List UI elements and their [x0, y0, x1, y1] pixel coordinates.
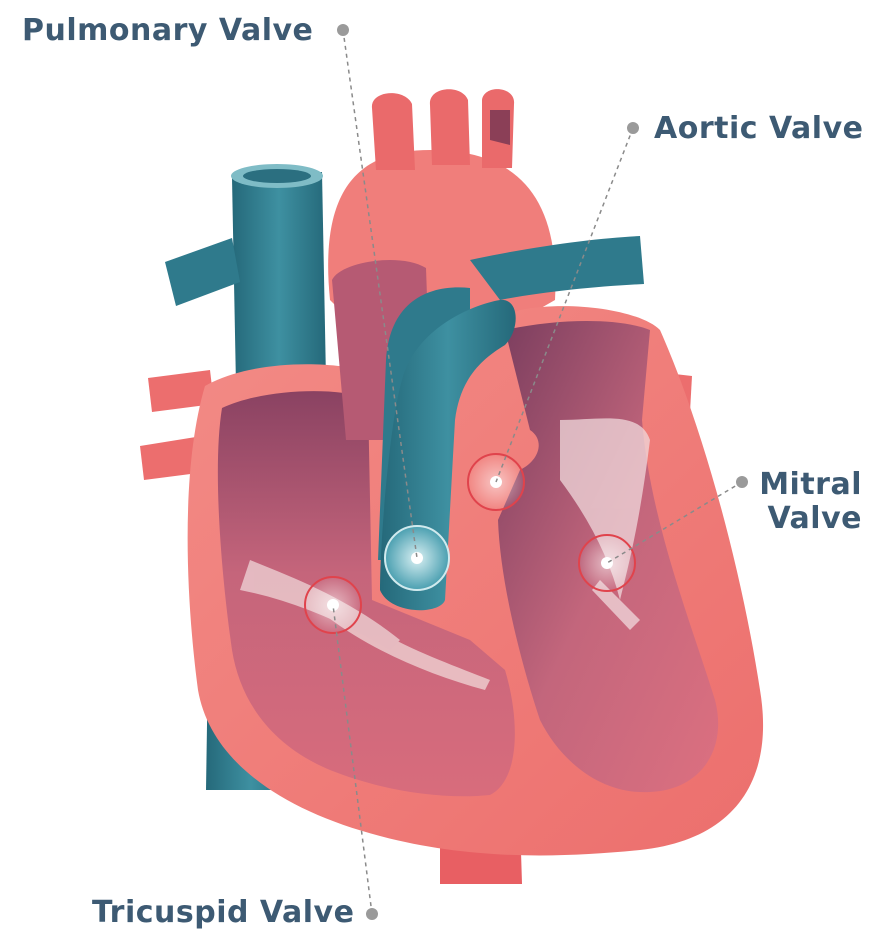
aortic-label-dot-icon — [627, 122, 639, 134]
mitral-valve-label-line2: Valve — [759, 502, 862, 536]
tricuspid-valve-label: Tricuspid Valve — [92, 896, 354, 930]
pulmonary-valve-marker — [385, 526, 449, 590]
tricuspid-label-dot-icon — [366, 908, 378, 920]
mitral-label-dot-icon — [736, 476, 748, 488]
tricuspid-valve-marker — [305, 577, 361, 633]
mitral-valve-marker — [579, 535, 635, 591]
aortic-valve-label: Aortic Valve — [654, 112, 863, 146]
pulmonary-valve-label: Pulmonary Valve — [22, 14, 313, 48]
mitral-valve-label-line1: Mitral — [759, 468, 862, 502]
pulmonary-label-dot-icon — [337, 24, 349, 36]
mitral-valve-label: Mitral Valve — [759, 468, 862, 536]
